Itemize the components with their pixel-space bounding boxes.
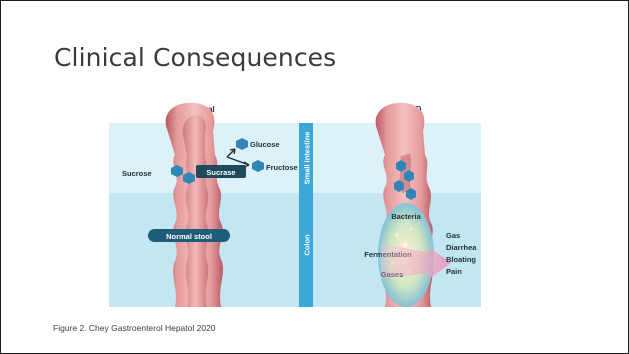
symptom-gas: Gas: [446, 231, 460, 240]
bacteria-label: Bacteria: [391, 212, 421, 221]
figure-svg: Small intestine Colon Normal CSID Glucos…: [109, 95, 481, 307]
small-intestine-label: Small intestine: [303, 132, 312, 185]
glucose-label: Glucose: [250, 140, 280, 149]
figure-caption: Figure 2. Chey Gastroenterol Hepatol 202…: [53, 323, 216, 333]
symptom-diarrhea: Diarrhea: [446, 243, 477, 252]
colon-label: Colon: [303, 234, 312, 256]
bubble: [403, 243, 408, 248]
symptom-bloating: Bloating: [446, 255, 476, 264]
csid-figure: Small intestine Colon Normal CSID Glucos…: [109, 95, 481, 307]
normal-stool-badge: Normal stool: [148, 229, 230, 242]
symptom-pain: Pain: [446, 267, 462, 276]
bubble: [395, 233, 399, 237]
fructose-label: Fructose: [266, 163, 298, 172]
figure-top-band: [109, 95, 481, 123]
normal-stool-label: Normal stool: [166, 232, 212, 241]
sucrase-badge: Sucrase: [196, 165, 246, 178]
slide-title: Clinical Consequences: [54, 43, 336, 72]
sucrase-label: Sucrase: [206, 168, 235, 177]
bubble: [409, 227, 412, 230]
sucrose-label: Sucrose: [122, 169, 152, 178]
